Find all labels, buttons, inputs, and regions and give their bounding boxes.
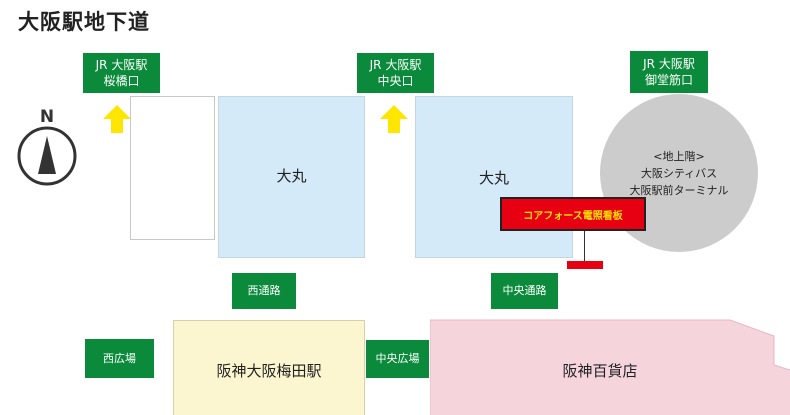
hanshin-umeda-station-block xyxy=(173,320,365,415)
daimaru-left-block xyxy=(218,96,365,258)
exit-line2: 中央口 xyxy=(377,74,414,88)
daimaru-right-block xyxy=(415,96,573,258)
bus-terminal-name: 大阪シティバス xyxy=(640,166,718,180)
map-title: 大阪駅地下道 xyxy=(18,10,150,34)
hanshin-umeda-station-label: 阪神大阪梅田駅 xyxy=(216,362,322,380)
building-outline xyxy=(130,96,215,240)
arrow-up-icon xyxy=(380,105,408,133)
exit-sakurabashi: JR 大阪駅 桜橋口 xyxy=(83,53,160,93)
bus-terminal-place: 大阪駅前ターミナル xyxy=(629,183,729,197)
exit-midosuji: JR 大阪駅 御堂筋口 xyxy=(630,51,708,93)
exit-chuo: JR 大阪駅 中央口 xyxy=(357,53,434,93)
west-plaza-label: 西広場 xyxy=(85,339,154,378)
west-passage-label: 西通路 xyxy=(232,273,296,309)
exit-line2: 御堂筋口 xyxy=(644,73,693,87)
bus-terminal-level: <地上階> xyxy=(653,149,705,163)
exit-line1: JR 大阪駅 xyxy=(643,57,695,71)
exit-line1: JR 大阪駅 xyxy=(369,58,422,72)
ad-location-marker xyxy=(567,261,603,269)
compass-north-label: N xyxy=(40,107,54,127)
hanshin-dept-label: 阪神百貨店 xyxy=(562,362,638,380)
daimaru-right-label: 大丸 xyxy=(478,169,509,187)
hanshin-dept-block xyxy=(430,319,790,415)
exit-line1: JR 大阪駅 xyxy=(95,58,148,72)
central-passage-label: 中央通路 xyxy=(491,273,558,309)
exit-line2: 桜橋口 xyxy=(103,74,140,88)
ad-leader-line xyxy=(584,231,585,261)
north-compass-icon: N xyxy=(17,107,77,186)
ad-sign-label: コアフォース電照看板 xyxy=(500,197,646,231)
daimaru-left-label: 大丸 xyxy=(276,167,307,185)
central-plaza-label: 中央広場 xyxy=(366,340,429,378)
arrow-up-icon xyxy=(103,105,131,133)
